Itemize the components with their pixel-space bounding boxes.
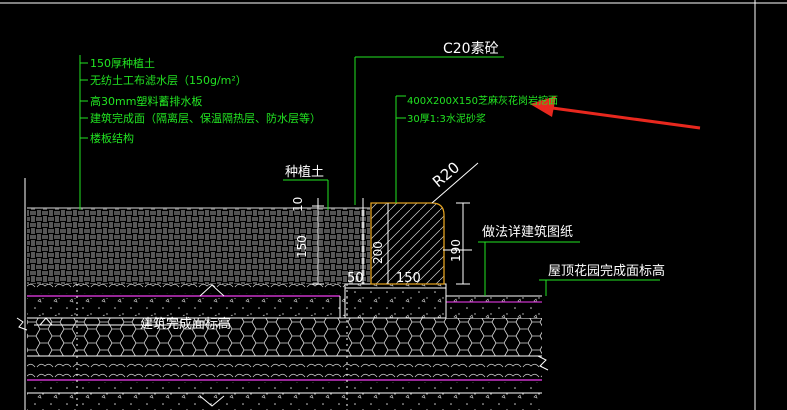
dim-150-left: 150 [295, 235, 309, 258]
planting-soil-layer [27, 207, 370, 284]
planting-soil-label: 种植土 [285, 165, 324, 180]
mortar-layer-label: 30厚1:3水泥砂浆 [407, 112, 486, 125]
dim-10: 10 [291, 197, 305, 212]
leader-lines [79, 55, 660, 296]
layer-notes: 150厚种植土 无纺土工布滤水层（150g/m²） 高30mm塑料蓄排水板 建筑… [90, 56, 321, 145]
c20-concrete-base [344, 283, 447, 319]
radius-label: R20 [429, 158, 463, 191]
curb-notes: C20素砼 400X200X150芝麻灰花岗岩挖面 30厚1:3水泥砂浆 [407, 41, 558, 125]
layer-note-1: 150厚种植土 [90, 56, 155, 70]
dim-50: 50 [347, 271, 364, 286]
layer-note-5: 楼板结构 [90, 131, 134, 145]
c20-concrete-label: C20素砼 [443, 41, 499, 57]
building-level-label: 建筑完成面标高 [140, 316, 231, 332]
granite-curb-label: 400X200X150芝麻灰花岗岩挖面 [407, 94, 558, 107]
layer-note-2: 无纺土工布滤水层（150g/m²） [90, 73, 247, 87]
dim-200: 200 [371, 241, 385, 264]
dim-150-bottom: 150 [396, 271, 421, 286]
layer-note-3: 高30mm塑料蓄排水板 [90, 94, 202, 108]
red-arrow-icon [530, 96, 701, 130]
dimension-texts: 10 150 200 190 50 150 [291, 197, 463, 286]
break-lines [16, 284, 549, 410]
dimension-lines [312, 162, 479, 289]
roof-build-up-layers [27, 284, 542, 410]
see-drawing-label: 做法详建筑图纸 [482, 224, 573, 240]
building-level-marker [34, 317, 230, 326]
layer-note-4: 建筑完成面（隔离层、保温隔热层、防水层等） [90, 111, 321, 125]
roof-garden-level-label: 屋顶花园完成面标高 [548, 263, 665, 279]
dim-190: 190 [449, 239, 463, 262]
